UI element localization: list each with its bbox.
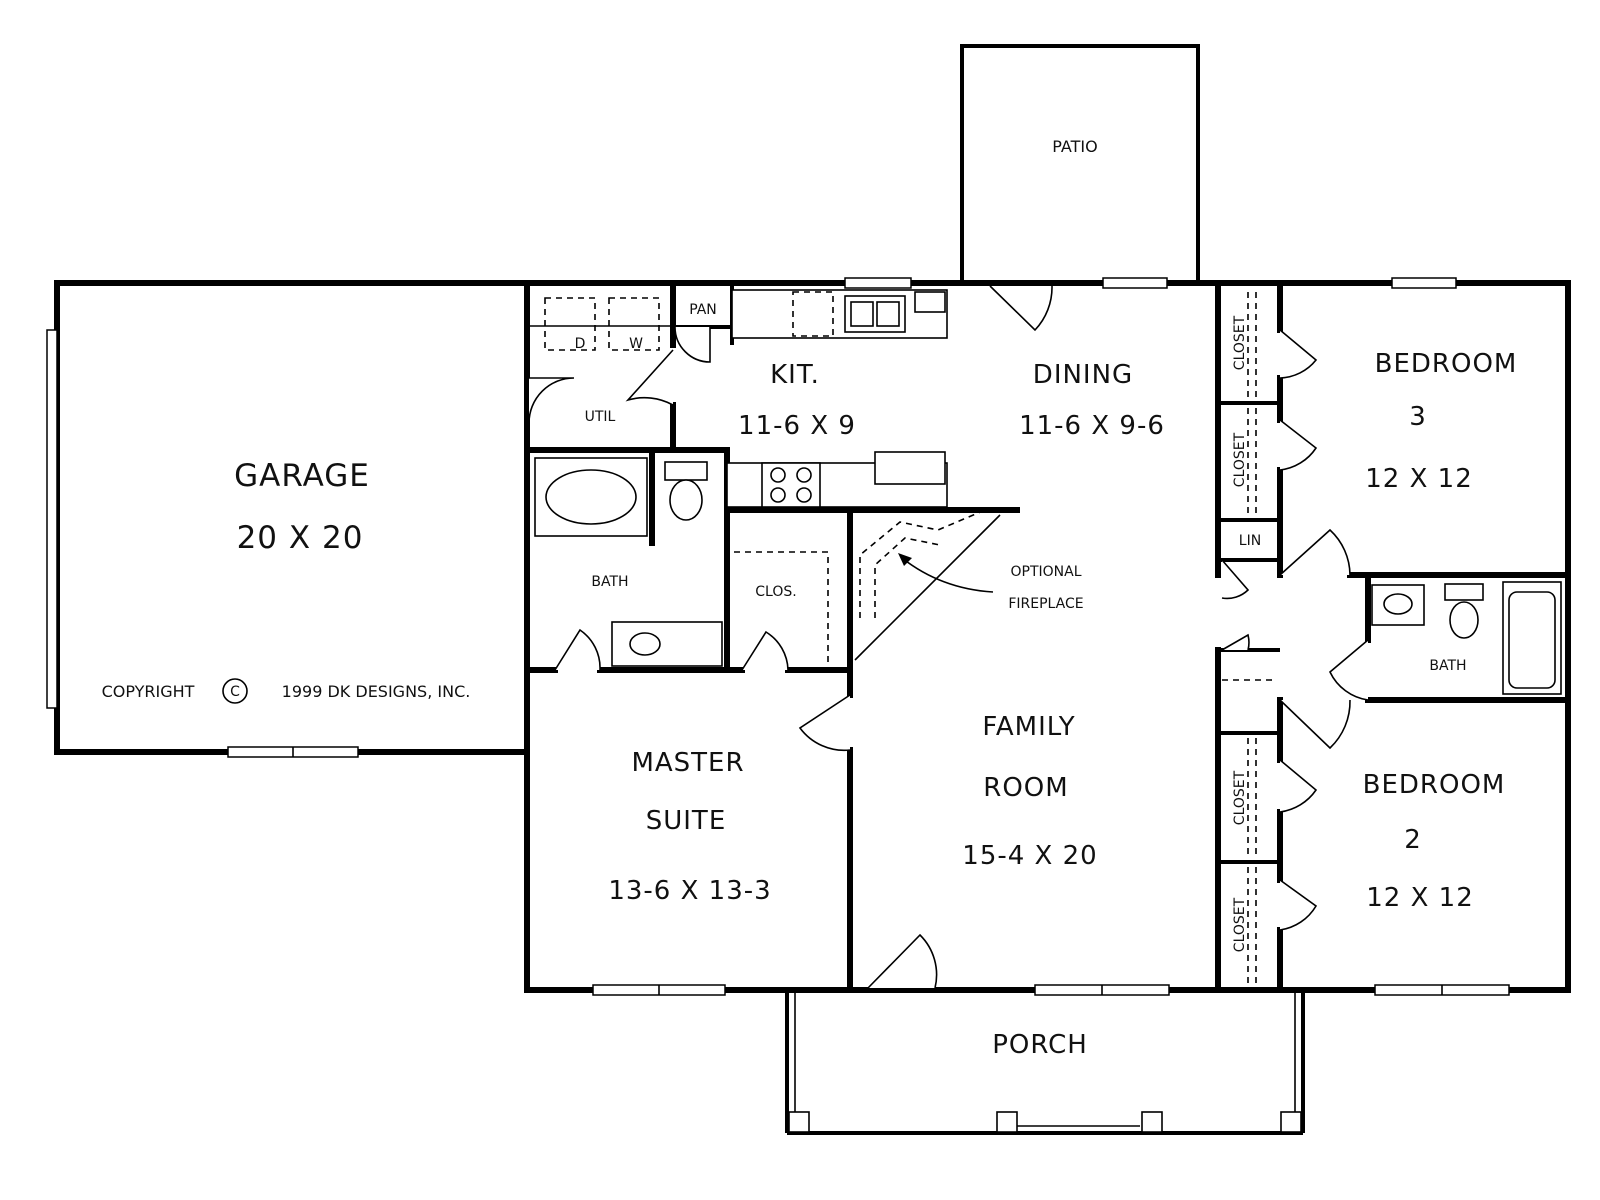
bedroom3-size: 12 X 12 bbox=[1365, 464, 1473, 494]
garage bbox=[46, 280, 530, 758]
closet-label-4: CLOSET bbox=[1232, 897, 1248, 952]
garage-size: 20 X 20 bbox=[237, 520, 364, 556]
closet-label-2: CLOSET bbox=[1232, 432, 1248, 487]
master-suite-label-line1: MASTER bbox=[631, 748, 744, 778]
fireplace-label-line2: FIREPLACE bbox=[1008, 596, 1083, 612]
copyright-prefix: COPYRIGHT bbox=[102, 682, 195, 701]
bedroom3-label-line2: 3 bbox=[1409, 402, 1427, 432]
family-room-size: 15-4 X 20 bbox=[962, 841, 1097, 871]
util-label: UTIL bbox=[585, 409, 616, 425]
fixtures bbox=[530, 289, 1562, 985]
bedroom2-label-line2: 2 bbox=[1404, 825, 1422, 855]
pantry-label: PAN bbox=[689, 302, 717, 318]
dryer-label: D bbox=[575, 336, 586, 352]
bedroom2-label-line1: BEDROOM bbox=[1363, 770, 1506, 800]
bath2-label: BATH bbox=[1429, 658, 1466, 674]
linen-label: LIN bbox=[1239, 533, 1261, 549]
washer-label: W bbox=[629, 336, 643, 352]
copyright-symbol: C bbox=[230, 684, 240, 700]
master-bath-label: BATH bbox=[591, 574, 628, 590]
room-labels: PATIO GARAGE 20 X 20 UTIL PAN D W KIT. 1… bbox=[234, 137, 1518, 1060]
porch-label: PORCH bbox=[992, 1030, 1088, 1060]
master-suite-size: 13-6 X 13-3 bbox=[608, 876, 771, 906]
closet-label-1: CLOSET bbox=[1232, 315, 1248, 370]
bedroom3-label-line1: BEDROOM bbox=[1375, 349, 1518, 379]
bedroom2-size: 12 X 12 bbox=[1366, 883, 1474, 913]
garage-label: GARAGE bbox=[234, 458, 370, 494]
fireplace-label-line1: OPTIONAL bbox=[1010, 564, 1081, 580]
patio-label: PATIO bbox=[1052, 137, 1097, 156]
dining-size: 11-6 X 9-6 bbox=[1019, 411, 1165, 441]
master-suite-label-line2: SUITE bbox=[646, 806, 727, 836]
master-closet-label: CLOS. bbox=[755, 584, 796, 600]
doors bbox=[528, 285, 1369, 989]
family-room-label-line2: ROOM bbox=[983, 773, 1068, 803]
dining-label: DINING bbox=[1033, 360, 1133, 390]
kitchen-size: 11-6 X 9 bbox=[738, 411, 856, 441]
porch bbox=[785, 990, 1305, 1135]
copyright-text: 1999 DK DESIGNS, INC. bbox=[282, 682, 471, 701]
family-room-label-line1: FAMILY bbox=[982, 712, 1075, 742]
patio bbox=[960, 44, 1200, 282]
closet-label-3: CLOSET bbox=[1232, 770, 1248, 825]
kitchen-label: KIT. bbox=[770, 360, 820, 390]
copyright-notice: COPYRIGHT C 1999 DK DESIGNS, INC. bbox=[102, 678, 471, 704]
interior-walls bbox=[524, 280, 1571, 993]
copyright-symbol-icon bbox=[222, 678, 248, 704]
